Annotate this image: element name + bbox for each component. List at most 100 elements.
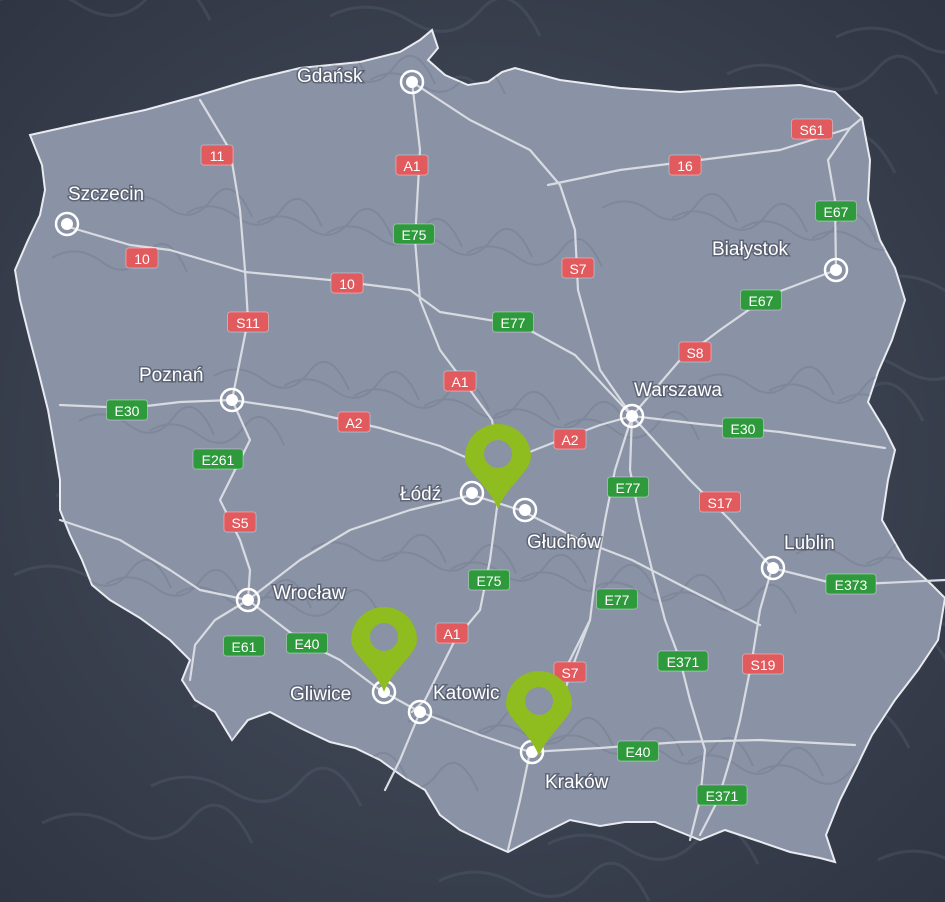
road-segment (470, 493, 762, 627)
city-label: Poznań (139, 365, 203, 386)
road-badge-label: 10 (134, 251, 150, 267)
road-badge-s17: S17 (699, 491, 741, 513)
road-badge-label: E261 (202, 452, 235, 468)
city-marker-icon (235, 587, 261, 613)
city-label: Gliwice (290, 684, 351, 705)
road-badge-label: E61 (232, 639, 257, 655)
road-badge-label: A2 (561, 432, 578, 448)
location-pins (351, 424, 572, 756)
road-badge-s19: S19 (742, 653, 784, 675)
road-badge-label: S8 (686, 345, 703, 361)
road-badge-e261: E261 (192, 448, 244, 470)
road-badge-label: E371 (667, 654, 700, 670)
road-badge-e75: E75 (468, 569, 510, 591)
city-katowice[interactable]: Katowic (407, 682, 501, 725)
city-gluchow[interactable]: Głuchów (512, 497, 603, 555)
road-segment (378, 688, 532, 754)
road-badge-e77: E77 (607, 476, 649, 498)
city-bialystok[interactable]: Białystok (711, 238, 849, 283)
road-segment (630, 268, 838, 418)
city-label: Lublin (784, 533, 835, 554)
road-badge-label: E77 (605, 592, 630, 608)
city-marker-icon (619, 403, 645, 429)
road-badge-a1: A1 (435, 622, 469, 644)
city-warszawa[interactable]: Warszawa (619, 379, 724, 429)
road-badge-label: 16 (677, 158, 693, 174)
road-badge-label: E40 (295, 636, 320, 652)
road-badge-10: 10 (330, 272, 364, 294)
road-badge-label: S19 (751, 657, 776, 673)
road-badge-e371: E371 (657, 650, 709, 672)
road-badge-s7: S7 (561, 257, 595, 279)
road-badge-s8: S8 (678, 341, 712, 363)
city-szczecin[interactable]: Szczecin (54, 183, 146, 237)
city-label: Kraków (545, 772, 609, 793)
road-badge-label: E67 (749, 293, 774, 309)
location-pin-icon[interactable] (506, 671, 572, 756)
city-marker-icon (219, 387, 245, 413)
city-lodz[interactable]: Łódź (399, 480, 485, 507)
road-badge-s61: S61 (791, 118, 833, 140)
road-segment (506, 750, 532, 852)
city-label: Szczecin (68, 184, 144, 205)
road-badge-a1: A1 (443, 370, 477, 392)
road-badge-label: E67 (824, 204, 849, 220)
road-segment (410, 80, 634, 418)
road-segment (528, 738, 857, 754)
road-badge-label: E30 (115, 403, 140, 419)
city-marker-icon (512, 497, 538, 523)
city-poznan[interactable]: Poznań (138, 364, 245, 413)
road-segment (58, 518, 250, 602)
road-badge-e77: E77 (596, 588, 638, 610)
road-badge-e67: E67 (815, 200, 857, 222)
road-badge-label: S5 (231, 515, 248, 531)
pin-hole (525, 687, 553, 715)
road-badge-s11: S11 (227, 311, 269, 333)
road-badge-label: A1 (443, 626, 460, 642)
city-label: Głuchów (527, 532, 601, 553)
city-gdansk[interactable]: Gdańsk (296, 65, 425, 95)
city-marker-icon (399, 69, 425, 95)
road-badge-e40: E40 (286, 632, 328, 654)
road-badge-label: E40 (626, 744, 651, 760)
road-badge-16: 16 (668, 154, 702, 176)
road-badge-e30: E30 (722, 417, 764, 439)
road-badge-10: 10 (125, 247, 159, 269)
road-badge-label: S7 (569, 261, 586, 277)
road-badge-label: 10 (339, 276, 355, 292)
city-lublin[interactable]: Lublin (760, 532, 836, 581)
road-badge-label: E75 (477, 573, 502, 589)
road-badge-label: E371 (706, 788, 739, 804)
city-wroclaw[interactable]: Wrocław (235, 582, 347, 613)
road-badge-a2: A2 (337, 411, 371, 433)
city-markers: GdańskSzczecinBiałystokPoznańWarszawaŁód… (54, 65, 849, 795)
road-badge-label: E77 (616, 480, 641, 496)
location-pin-icon[interactable] (351, 607, 417, 692)
city-marker-icon (459, 480, 485, 506)
road-badge-e67: E67 (740, 289, 782, 311)
road-badge-label: E30 (731, 421, 756, 437)
city-marker-icon (54, 211, 80, 237)
road-segment (826, 116, 864, 272)
city-gliwice[interactable]: Gliwice (289, 679, 397, 707)
road-badge-label: S7 (561, 665, 578, 681)
road-segment (60, 223, 634, 418)
road-badge-e77: E77 (492, 311, 534, 333)
road-badge-label: A1 (451, 374, 468, 390)
road-badge-e61: E61 (223, 635, 265, 657)
road-segment (218, 398, 252, 602)
road-badge-a2: A2 (553, 428, 587, 450)
road-badge-e30: E30 (106, 399, 148, 421)
city-label: Katowic (433, 683, 500, 704)
road-badge-label: 11 (210, 148, 225, 164)
city-krakow[interactable]: Kraków (519, 739, 610, 795)
road-badge-e371: E371 (696, 784, 748, 806)
city-label: Łódź (400, 484, 441, 505)
road-badge-label: S11 (236, 315, 260, 331)
city-marker-icon (823, 257, 849, 283)
location-pin-icon[interactable] (465, 424, 531, 509)
road-segment (188, 598, 250, 682)
road-badge-label: S17 (708, 495, 733, 511)
